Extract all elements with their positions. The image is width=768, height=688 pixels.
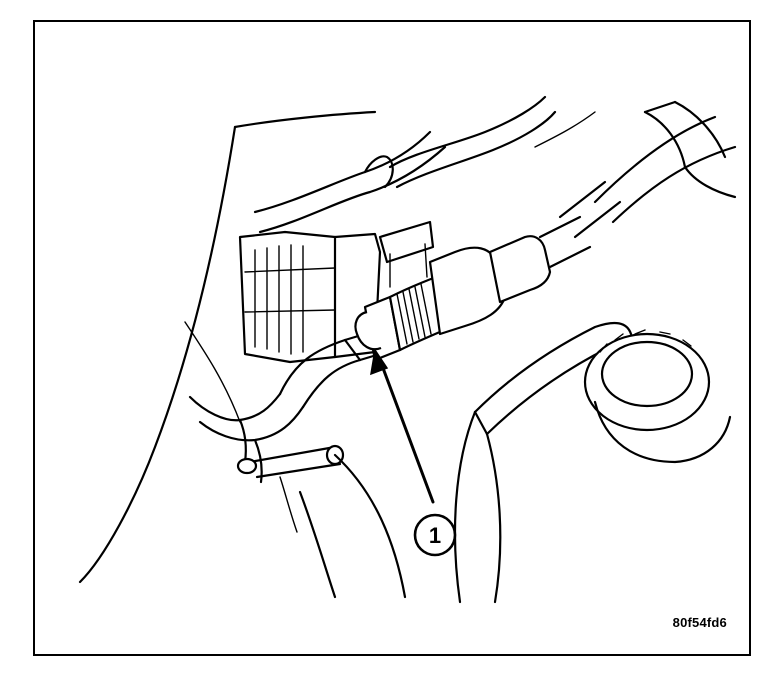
lower-hose xyxy=(188,392,407,599)
mounting-bracket xyxy=(378,220,435,288)
sensor-connector xyxy=(354,180,622,362)
diagram-frame: 1 80f54fd6 xyxy=(33,20,751,656)
engine-bay-illustration: 1 xyxy=(78,95,737,604)
upper-hoses xyxy=(253,95,596,234)
callout-leader-arrow xyxy=(370,348,435,504)
figure-id: 80f54fd6 xyxy=(672,615,727,630)
callout-1: 1 xyxy=(413,513,457,557)
callout-1-number: 1 xyxy=(429,523,441,548)
radiator-block xyxy=(238,230,382,364)
reservoir-cap xyxy=(453,321,732,604)
air-intake-tube xyxy=(593,100,737,224)
fender-outline xyxy=(78,110,377,584)
